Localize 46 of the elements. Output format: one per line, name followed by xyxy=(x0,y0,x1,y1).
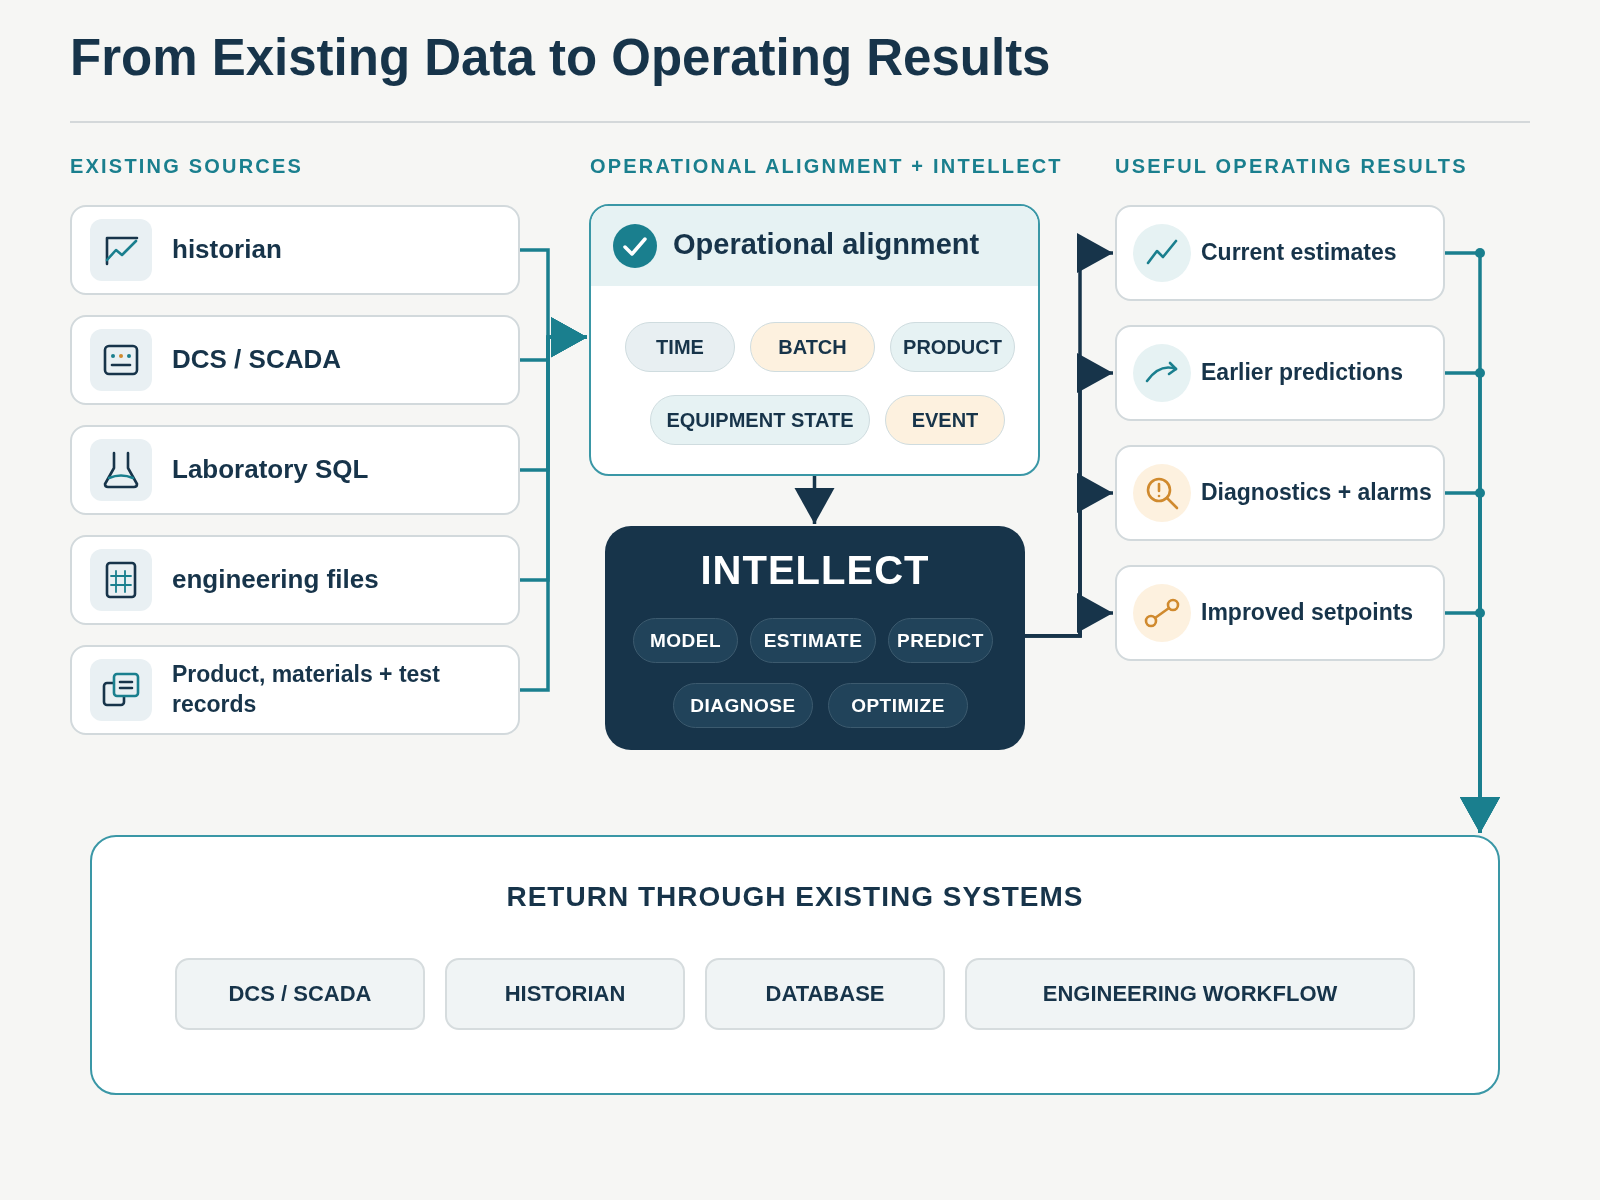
tag-chip: BATCH xyxy=(750,322,875,372)
source-card xyxy=(70,535,520,625)
connector-arrow xyxy=(520,317,587,692)
function-chip: OPTIMIZE xyxy=(828,683,968,728)
result-label: Improved setpoints xyxy=(1201,598,1415,628)
return-panel xyxy=(90,835,1500,1095)
result-card xyxy=(1115,445,1445,541)
tag-chip: TIME xyxy=(625,322,735,372)
source-card xyxy=(70,205,520,295)
connector-arrow xyxy=(1025,593,1113,638)
section-heading: OPERATIONAL ALIGNMENT + INTELLECT xyxy=(590,155,1063,178)
connector-arrow xyxy=(794,476,835,524)
function-chip: PREDICT xyxy=(888,618,993,663)
source-label: historian xyxy=(172,233,283,267)
result-label: Current estimates xyxy=(1201,238,1398,268)
tag-chip: PRODUCT xyxy=(890,322,1015,372)
source-card xyxy=(70,425,520,515)
result-card xyxy=(1115,325,1445,421)
source-label: Product, materials + test records xyxy=(172,660,441,719)
section-heading: EXISTING SOURCES xyxy=(70,155,303,178)
panel-heading: RETURN THROUGH EXISTING SYSTEMS xyxy=(505,881,1085,913)
page-title: From Existing Data to Operating Results xyxy=(70,28,1051,87)
panel-heading: Operational alignment xyxy=(673,228,980,261)
result-card xyxy=(1115,565,1445,661)
engine-panel xyxy=(605,526,1025,750)
source-label: Laboratory SQL xyxy=(172,453,370,487)
system-chip: HISTORIAN xyxy=(445,958,685,1030)
source-label: engineering files xyxy=(172,563,380,597)
function-chip: ESTIMATE xyxy=(750,618,876,663)
section-heading: USEFUL OPERATING RESULTS xyxy=(1115,155,1468,178)
result-card xyxy=(1115,205,1445,301)
tag-chip: EQUIPMENT STATE xyxy=(650,395,870,445)
source-label: DCS / SCADA xyxy=(172,343,342,377)
source-card xyxy=(70,315,520,405)
connector-arrow xyxy=(1445,611,1500,833)
system-chip: DCS / SCADA xyxy=(175,958,425,1030)
result-label: Diagnostics + alarms xyxy=(1201,478,1433,508)
system-chip: DATABASE xyxy=(705,958,945,1030)
system-chip: ENGINEERING WORKFLOW xyxy=(965,958,1415,1030)
result-label: Earlier predictions xyxy=(1201,358,1404,388)
tag-chip: EVENT xyxy=(885,395,1005,445)
panel-heading: INTELLECT xyxy=(699,548,931,593)
function-chip: MODEL xyxy=(633,618,738,663)
alignment-panel xyxy=(589,204,1040,476)
source-card xyxy=(70,645,520,735)
function-chip: DIAGNOSE xyxy=(673,683,813,728)
